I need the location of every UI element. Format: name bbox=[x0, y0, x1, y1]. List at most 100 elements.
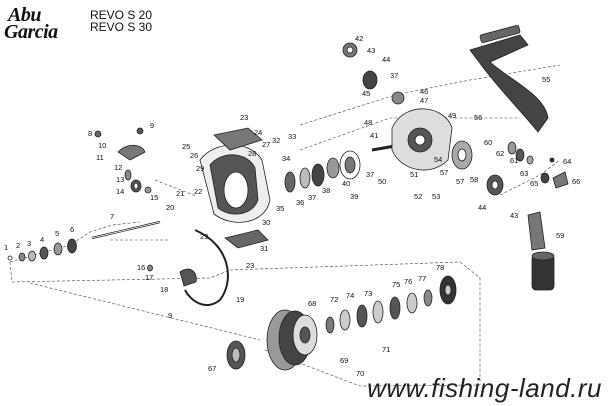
part-label-66: 66 bbox=[572, 177, 580, 186]
part-label-13: 13 bbox=[116, 175, 124, 184]
part-label-42: 42 bbox=[355, 34, 363, 43]
part-label-37a: 37 bbox=[308, 193, 316, 202]
part-label-73: 73 bbox=[364, 289, 372, 298]
part-label-15: 15 bbox=[150, 193, 158, 202]
spool-assembly bbox=[226, 275, 457, 371]
part-label-60: 60 bbox=[484, 138, 492, 147]
part-label-53: 53 bbox=[432, 192, 440, 201]
part-label-28: 28 bbox=[248, 149, 256, 158]
part-label-61: 61 bbox=[510, 156, 518, 165]
part-label-38: 38 bbox=[322, 186, 330, 195]
part-label-76: 76 bbox=[404, 277, 412, 286]
part-label-26: 26 bbox=[190, 151, 198, 160]
part-label-43a: 43 bbox=[367, 46, 375, 55]
part-label-57a: 57 bbox=[440, 168, 448, 177]
part-label-11: 11 bbox=[96, 153, 104, 162]
part-label-23b: 23 bbox=[246, 261, 254, 270]
part-label-63: 63 bbox=[520, 169, 528, 178]
part-label-35: 35 bbox=[276, 204, 284, 213]
part-label-40: 40 bbox=[342, 179, 350, 188]
part-label-18: 18 bbox=[160, 285, 168, 294]
part-label-10: 10 bbox=[98, 141, 106, 150]
part-label-59: 59 bbox=[556, 231, 564, 240]
model-name-2: REVO S 30 bbox=[90, 20, 153, 34]
part-label-8: 8 bbox=[88, 129, 92, 138]
part-label-1: 1 bbox=[4, 243, 8, 252]
part-label-5: 5 bbox=[55, 229, 59, 238]
part-label-30: 30 bbox=[262, 218, 270, 227]
part-label-36: 36 bbox=[296, 198, 304, 207]
part-label-9a: 9 bbox=[150, 121, 154, 130]
part-label-48: 48 bbox=[364, 118, 372, 127]
part-label-9b: 9 bbox=[168, 311, 172, 320]
part-label-37b: 37 bbox=[390, 71, 398, 80]
part-label-44b: 44 bbox=[478, 203, 486, 212]
part-label-12: 12 bbox=[114, 163, 122, 172]
bail-wire bbox=[184, 229, 229, 306]
part-label-20: 20 bbox=[166, 203, 174, 212]
part-label-54: 54 bbox=[434, 155, 442, 164]
part-label-47: 47 bbox=[420, 96, 428, 105]
part-label-49: 49 bbox=[448, 111, 456, 120]
part-label-29b: 29 bbox=[200, 232, 208, 241]
site-watermark: www.fishing-land.ru bbox=[367, 373, 602, 403]
part-label-71: 71 bbox=[382, 345, 390, 354]
part-label-25: 25 bbox=[182, 142, 190, 151]
part-label-44a: 44 bbox=[382, 55, 390, 64]
part-label-64: 64 bbox=[563, 157, 571, 166]
part-label-21: 21 bbox=[176, 189, 184, 198]
part-label-34: 34 bbox=[282, 154, 290, 163]
part-label-68: 68 bbox=[308, 299, 316, 308]
part-label-14: 14 bbox=[116, 187, 124, 196]
part-label-16: 16 bbox=[137, 263, 145, 272]
part-label-77: 77 bbox=[418, 274, 426, 283]
part-label-51: 51 bbox=[410, 170, 418, 179]
part-label-7: 7 bbox=[110, 212, 114, 221]
rotor-body bbox=[199, 127, 271, 249]
part-label-46: 46 bbox=[420, 87, 428, 96]
part-label-17: 17 bbox=[145, 273, 153, 282]
part-label-72: 72 bbox=[330, 295, 338, 304]
part-label-2: 2 bbox=[16, 241, 20, 250]
part-label-55: 55 bbox=[542, 75, 550, 84]
part-label-32: 32 bbox=[272, 136, 280, 145]
part-label-75: 75 bbox=[392, 280, 400, 289]
part-label-23a: 23 bbox=[240, 113, 248, 122]
part-label-43b: 43 bbox=[510, 211, 518, 220]
part-label-58: 58 bbox=[470, 175, 478, 184]
part-label-74: 74 bbox=[346, 291, 354, 300]
part-label-62: 62 bbox=[496, 149, 504, 158]
drive-gear bbox=[451, 140, 504, 196]
part-label-78: 78 bbox=[436, 263, 444, 272]
brand-logo-line1: Abu bbox=[8, 4, 41, 26]
pinion-gear-assembly bbox=[284, 144, 396, 193]
part-label-37c: 37 bbox=[366, 170, 374, 179]
brand-logo-line2: Garcia bbox=[4, 21, 58, 43]
part-label-4: 4 bbox=[40, 235, 44, 244]
part-label-22: 22 bbox=[194, 187, 202, 196]
part-label-33: 33 bbox=[288, 132, 296, 141]
part-label-3: 3 bbox=[27, 239, 31, 248]
handle-knob bbox=[527, 211, 555, 291]
reel-handle bbox=[469, 25, 549, 133]
part-label-41: 41 bbox=[370, 131, 378, 140]
main-shaft bbox=[91, 220, 161, 240]
part-label-29a: 29 bbox=[196, 164, 204, 173]
part-label-27: 27 bbox=[262, 140, 270, 149]
part-label-69: 69 bbox=[340, 356, 348, 365]
brand-logo: Abu Garcia bbox=[4, 4, 74, 44]
right-small-parts bbox=[507, 141, 569, 189]
left-small-parts bbox=[7, 238, 77, 262]
part-label-65: 65 bbox=[530, 179, 538, 188]
part-label-19: 19 bbox=[236, 295, 244, 304]
model-name-1: REVO S 20 bbox=[90, 8, 153, 22]
part-number-labels: 1 2 3 4 5 6 7 8 9 9 10 11 12 13 14 15 16… bbox=[4, 34, 580, 378]
body-side-plate bbox=[342, 42, 453, 171]
part-label-31: 31 bbox=[260, 244, 268, 253]
part-label-56: 56 bbox=[474, 113, 482, 122]
part-label-24: 24 bbox=[254, 128, 262, 137]
part-label-39: 39 bbox=[350, 192, 358, 201]
part-label-6: 6 bbox=[70, 225, 74, 234]
